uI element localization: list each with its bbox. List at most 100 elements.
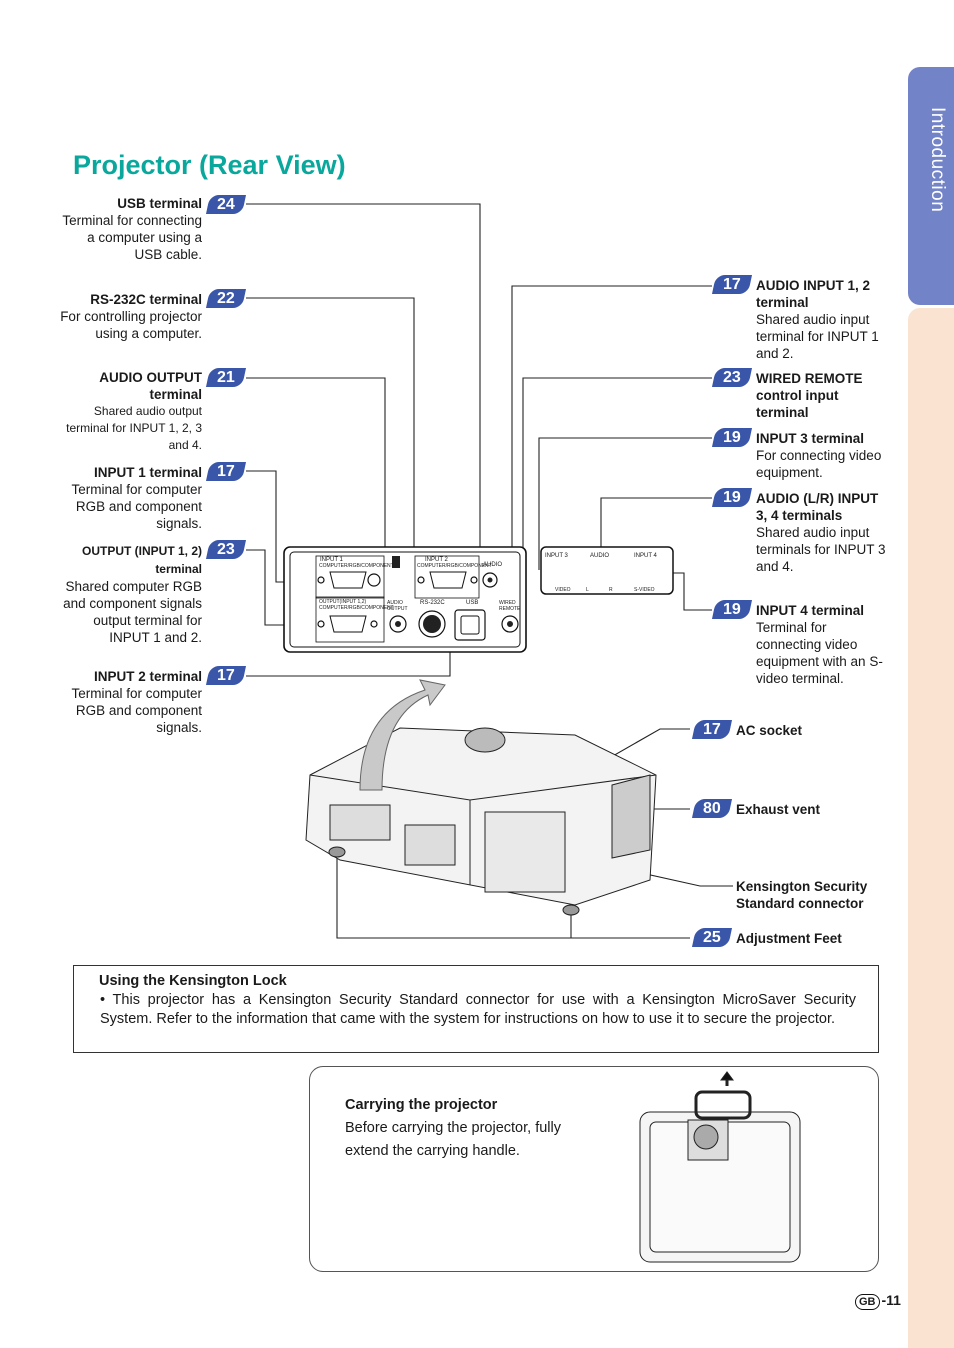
label-name: WIRED REMOTE control input terminal bbox=[756, 371, 863, 420]
panel-audio-lr-label: AUDIO bbox=[590, 553, 610, 559]
label-desc: Terminal for connecting video equipment … bbox=[756, 620, 883, 686]
badge-number: 23 bbox=[723, 369, 741, 386]
label-audio-output-terminal: AUDIO OUTPUT terminal Shared audio outpu… bbox=[60, 369, 202, 454]
panel-usb-label: USB bbox=[466, 600, 479, 606]
badge-number: 19 bbox=[723, 601, 741, 618]
label-kensington-connector: Kensington Security Standard connector bbox=[736, 878, 886, 912]
badge-number: 23 bbox=[217, 541, 235, 558]
carrying-projector-illustration bbox=[639, 1071, 801, 1263]
panel-wired-label: WIRED REMOTE bbox=[499, 600, 521, 612]
page-ref-badge[interactable]: 25 bbox=[691, 928, 733, 947]
page-ref-badge[interactable]: 17 bbox=[205, 462, 247, 481]
label-desc: For controlling projector using a comput… bbox=[60, 309, 202, 341]
label-name: AUDIO OUTPUT terminal bbox=[99, 370, 202, 402]
label-ac-socket: AC socket bbox=[736, 722, 802, 739]
label-name: USB terminal bbox=[117, 196, 202, 211]
badge-number: 22 bbox=[217, 290, 235, 307]
rear-panel-diagram bbox=[283, 546, 674, 653]
label-name: RS-232C terminal bbox=[90, 292, 202, 307]
panel-audio-in-label: AUDIO bbox=[483, 562, 503, 568]
badge-number: 19 bbox=[723, 489, 741, 506]
badge-number: 17 bbox=[217, 463, 235, 480]
curved-arrow-icon bbox=[359, 679, 446, 791]
panel-r-label: R bbox=[609, 587, 613, 593]
carrying-heading: Carrying the projector bbox=[345, 1097, 498, 1113]
label-rs232c-terminal: RS-232C terminal For controlling project… bbox=[60, 291, 202, 342]
page-ref-badge[interactable]: 21 bbox=[205, 368, 247, 387]
panel-output-label: OUTPUT(INPUT 1,2) bbox=[319, 599, 367, 605]
label-name: INPUT 3 terminal bbox=[756, 431, 865, 446]
side-margin-band bbox=[908, 308, 954, 1348]
label-name: Kensington Security Standard connector bbox=[736, 879, 868, 911]
page-number-value: -11 bbox=[881, 1292, 901, 1308]
badge-number: 19 bbox=[723, 429, 741, 446]
panel-input2-label: INPUT 2 bbox=[425, 557, 448, 563]
label-desc: Terminal for computer RGB and component … bbox=[71, 686, 202, 735]
label-name: INPUT 2 terminal bbox=[93, 669, 202, 684]
label-input1-terminal: INPUT 1 terminal Terminal for computer R… bbox=[60, 464, 202, 532]
page-ref-badge[interactable]: 17 bbox=[711, 275, 753, 294]
panel-l-label: L bbox=[586, 587, 589, 593]
panel-input3-label: INPUT 3 bbox=[545, 553, 568, 559]
label-name: AUDIO (L/R) INPUT 3, 4 terminals bbox=[756, 491, 879, 523]
label-name: OUTPUT (INPUT 1, 2) terminal bbox=[81, 544, 202, 576]
panel-input1-sub: COMPUTER/RGB/COMPONENT bbox=[319, 563, 394, 569]
section-tab-label: Introduction bbox=[927, 107, 948, 213]
badge-number: 17 bbox=[723, 276, 741, 293]
page-title: Projector (Rear View) bbox=[73, 150, 346, 180]
label-input3-terminal: INPUT 3 terminal For connecting video eq… bbox=[756, 430, 890, 481]
label-desc: Terminal for connecting a computer using… bbox=[62, 213, 202, 262]
label-usb-terminal: USB terminal Terminal for connecting a c… bbox=[60, 195, 202, 263]
page-ref-badge[interactable]: 23 bbox=[711, 368, 753, 387]
page-ref-badge[interactable]: 19 bbox=[711, 600, 753, 619]
label-name: AC socket bbox=[736, 723, 803, 738]
page-ref-badge[interactable]: 19 bbox=[711, 488, 753, 507]
page-ref-badge[interactable]: 80 bbox=[691, 799, 733, 818]
kensington-heading: Using the Kensington Lock bbox=[99, 973, 287, 989]
badge-number: 17 bbox=[703, 721, 721, 738]
label-output-terminal: OUTPUT (INPUT 1, 2) terminal Shared comp… bbox=[60, 542, 202, 646]
projector-illustration bbox=[305, 727, 657, 916]
kensington-note-box: Using the Kensington Lock • This project… bbox=[73, 965, 879, 1053]
section-tab-introduction[interactable]: Introduction bbox=[908, 67, 954, 305]
page-ref-badge[interactable]: 24 bbox=[205, 195, 247, 214]
label-adjustment-feet: Adjustment Feet bbox=[736, 930, 842, 947]
badge-number: 80 bbox=[703, 800, 721, 817]
region-badge: GB bbox=[855, 1294, 880, 1310]
label-name: Exhaust vent bbox=[736, 802, 821, 817]
label-desc: Terminal for computer RGB and component … bbox=[71, 482, 202, 531]
page-ref-badge[interactable]: 17 bbox=[205, 666, 247, 685]
badge-number: 21 bbox=[217, 369, 235, 386]
badge-number: 24 bbox=[217, 196, 235, 213]
panel-audio-output-label: AUDIO OUTPUT bbox=[387, 600, 408, 612]
panel-output-sub: COMPUTER/RGB/COMPONENT bbox=[319, 605, 394, 611]
page-ref-badge[interactable]: 17 bbox=[691, 720, 733, 739]
page-ref-badge[interactable]: 23 bbox=[205, 540, 247, 559]
label-desc: Shared computer RGB and component signal… bbox=[63, 579, 202, 645]
carrying-body: Before carrying the projector, fully ext… bbox=[345, 1120, 561, 1159]
page-number: GB-11 bbox=[855, 1292, 901, 1310]
label-exhaust-vent: Exhaust vent bbox=[736, 801, 820, 818]
label-desc: For connecting video equipment. bbox=[756, 448, 882, 480]
label-name: INPUT 4 terminal bbox=[756, 603, 865, 618]
page-ref-badge[interactable]: 19 bbox=[711, 428, 753, 447]
label-name: Adjustment Feet bbox=[736, 931, 842, 946]
label-audio-input-terminal: AUDIO INPUT 1, 2 terminal Shared audio i… bbox=[756, 277, 890, 362]
badge-number: 17 bbox=[217, 667, 235, 684]
page-ref-badge[interactable]: 22 bbox=[205, 289, 247, 308]
kensington-body: • This projector has a Kensington Securi… bbox=[100, 992, 856, 1027]
panel-input1-label: INPUT 1 bbox=[320, 557, 343, 563]
panel-input4-label: INPUT 4 bbox=[634, 553, 657, 559]
label-input2-terminal: INPUT 2 terminal Terminal for computer R… bbox=[60, 668, 202, 736]
label-desc: Shared audio output terminal for INPUT 1… bbox=[66, 404, 202, 452]
carrying-note-box: Carrying the projector Before carrying t… bbox=[309, 1066, 879, 1272]
panel-rs232-label: RS-232C bbox=[420, 600, 445, 606]
label-audio-lr-terminals: AUDIO (L/R) INPUT 3, 4 terminals Shared … bbox=[756, 490, 890, 575]
badge-number: 25 bbox=[703, 929, 721, 946]
label-desc: Shared audio input terminals for INPUT 3… bbox=[756, 525, 886, 574]
label-name: AUDIO INPUT 1, 2 terminal bbox=[756, 278, 871, 310]
panel-svideo-label: S-VIDEO bbox=[634, 587, 655, 593]
label-desc: Shared audio input terminal for INPUT 1 … bbox=[756, 312, 879, 361]
panel-input2-sub: COMPUTER/RGB/COMPONENT bbox=[417, 563, 492, 569]
